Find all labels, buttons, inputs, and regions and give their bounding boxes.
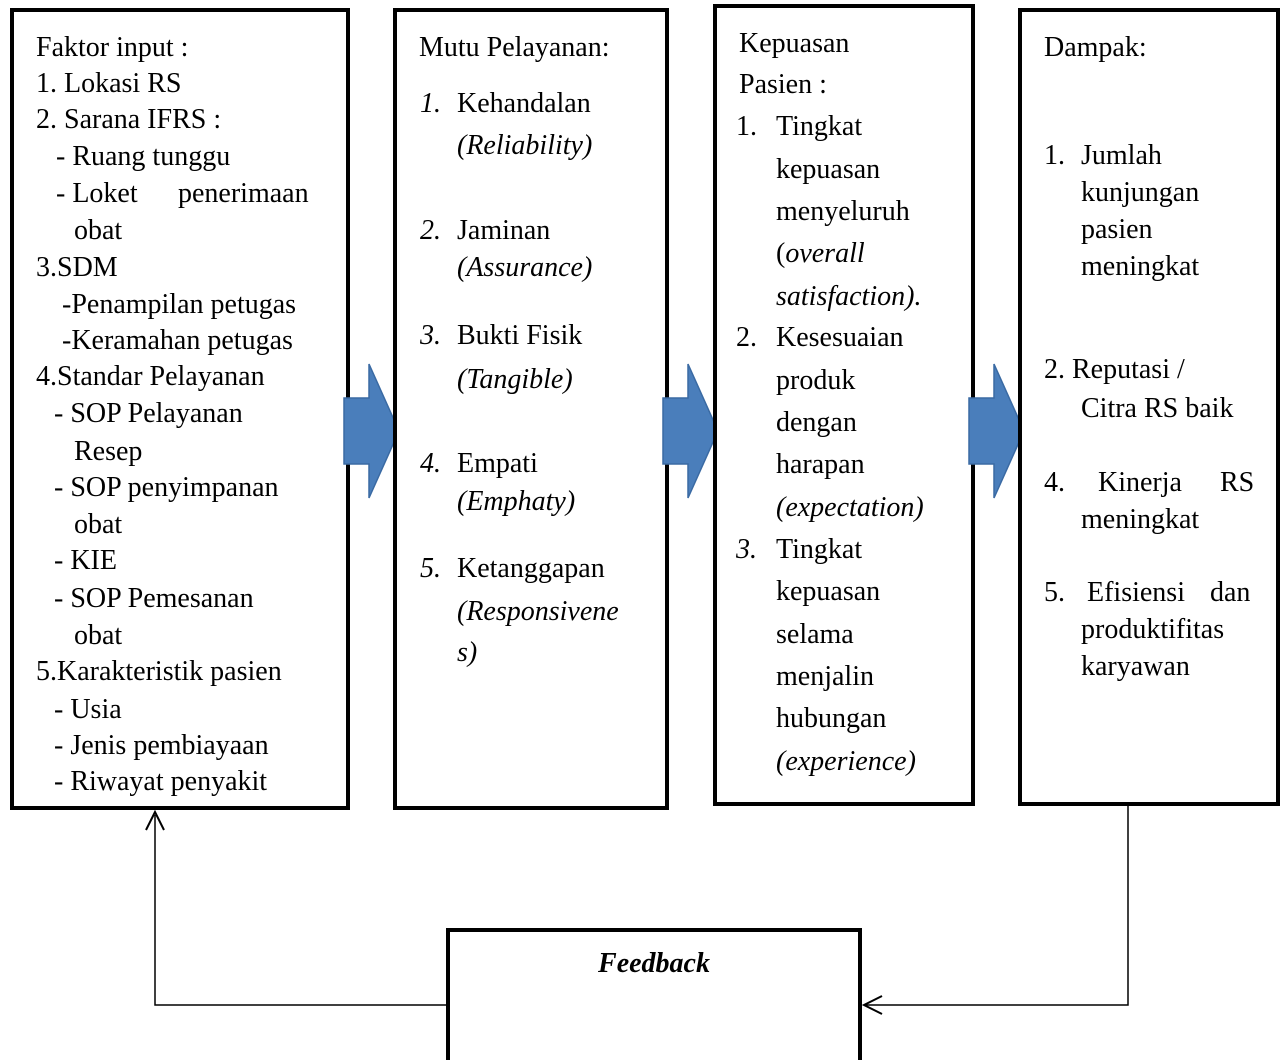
- kepuasan-title-2: Pasien :: [739, 69, 827, 100]
- input-line: - Jenis pembiayaan: [54, 730, 269, 761]
- flow-arrow-2: [662, 363, 719, 499]
- feedback-arrowhead: [861, 995, 883, 1015]
- kepuasan-line: Tingkat: [776, 111, 863, 142]
- dampak-efisiensi-dan: dan: [1210, 577, 1251, 608]
- feedback-box: Feedback: [446, 928, 862, 1060]
- flow-arrow-3: [968, 363, 1025, 499]
- input-line: - Usia: [54, 694, 122, 725]
- input-line: - Riwayat penyakit: [54, 766, 268, 797]
- service-quality-box: Mutu Pelayanan: 1. Kehandalan (Reliabili…: [393, 8, 669, 810]
- input-line: Resep: [74, 436, 143, 467]
- feedback-to-input-line: [154, 815, 448, 1006]
- kepuasan-line: Tingkat: [776, 534, 863, 565]
- mutu-item-num: 3.: [420, 320, 441, 351]
- dampak-title: Dampak:: [1044, 32, 1147, 63]
- input-line: - SOP Pemesanan: [54, 583, 254, 614]
- mutu-item-eng: (Tangible): [457, 364, 573, 395]
- mutu-item-num: 2.: [420, 215, 441, 246]
- input-title: Faktor input :: [36, 32, 189, 63]
- mutu-item-label: Bukti Fisik: [457, 320, 583, 351]
- input-factors-box: Faktor input : 1. Lokasi RS 2. Sarana IF…: [10, 8, 350, 810]
- mutu-item-label: Jaminan: [457, 215, 551, 246]
- dampak-line: meningkat: [1081, 251, 1200, 282]
- feedback-label: Feedback: [598, 948, 710, 979]
- input-line: - KIE: [54, 545, 117, 576]
- mutu-item-num: 4.: [420, 448, 441, 479]
- kepuasan-item-num: 3.: [736, 534, 757, 565]
- dampak-efisiensi-num: 5.: [1044, 577, 1065, 608]
- dampak-line: pasien: [1081, 214, 1153, 245]
- input-line: obat: [74, 620, 123, 651]
- kepuasan-eng: (experience): [776, 746, 916, 777]
- kepuasan-line: Kesesuaian: [776, 322, 904, 353]
- input-line: -Penampilan petugas: [62, 289, 297, 320]
- mutu-title: Mutu Pelayanan:: [419, 32, 610, 63]
- patient-satisfaction-box: Kepuasan Pasien : 1. Tingkat kepuasan me…: [713, 4, 975, 806]
- kepuasan-eng-cont: satisfaction).: [776, 281, 922, 312]
- kepuasan-eng-text: overall: [785, 238, 865, 269]
- kepuasan-title: Kepuasan: [739, 28, 850, 59]
- dampak-kinerja-num: 4.: [1044, 467, 1065, 498]
- impact-box: Dampak: 1. Jumlah kunjungan pasien menin…: [1018, 8, 1280, 806]
- input-line: 1. Lokasi RS: [36, 68, 182, 99]
- mutu-item-label: Empati: [457, 448, 538, 479]
- mutu-item-eng: (Responsivene: [457, 596, 619, 627]
- mutu-item-eng: (Emphaty): [457, 486, 576, 517]
- input-line: obat: [74, 215, 123, 246]
- input-line: 5.Karakteristik pasien: [36, 656, 282, 687]
- kepuasan-item-num: 1.: [736, 111, 757, 142]
- input-line: obat: [74, 509, 123, 540]
- dampak-reputasi-cont: Citra RS baik: [1081, 393, 1234, 424]
- input-line: - SOP Pelayanan: [54, 398, 243, 429]
- dampak-kinerja: Kinerja: [1098, 467, 1182, 498]
- input-line: - SOP penyimpanan: [54, 472, 279, 503]
- dampak-to-feedback-line: [864, 806, 1129, 1006]
- kepuasan-line: kepuasan: [776, 154, 881, 185]
- dampak-efisiensi-cont2: karyawan: [1081, 651, 1190, 682]
- kepuasan-line: dengan: [776, 407, 857, 438]
- kepuasan-line: produk: [776, 365, 856, 396]
- dampak-efisiensi-cont: produktifitas: [1081, 614, 1225, 645]
- input-line: 4.Standar Pelayanan: [36, 361, 265, 392]
- mutu-item-eng: (Assurance): [457, 252, 593, 283]
- dampak-reputasi: 2. Reputasi /: [1044, 354, 1185, 385]
- input-line: 2. Sarana IFRS :: [36, 104, 222, 135]
- mutu-item-eng: (Reliability): [457, 130, 593, 161]
- flow-arrow-1: [343, 363, 400, 499]
- kepuasan-line: harapan: [776, 449, 865, 480]
- mutu-item-label: Kehandalan: [457, 88, 591, 119]
- dampak-efisiensi: Efisiensi: [1087, 577, 1185, 608]
- input-line: penerimaan: [178, 178, 309, 209]
- input-line: 3.SDM: [36, 252, 118, 283]
- kepuasan-line: hubungan: [776, 703, 887, 734]
- kepuasan-eng: (expectation): [776, 492, 924, 523]
- mutu-item-num: 1.: [420, 88, 441, 119]
- input-line: - Loket: [56, 178, 138, 209]
- mutu-item-num: 5.: [420, 553, 441, 584]
- kepuasan-eng: (overall: [776, 238, 865, 270]
- dampak-kinerja-rs: RS: [1220, 467, 1255, 498]
- input-line: -Keramahan petugas: [62, 325, 293, 356]
- kepuasan-line: kepuasan: [776, 576, 881, 607]
- kepuasan-line: menyeluruh: [776, 196, 910, 227]
- input-arrowhead: [145, 809, 165, 831]
- dampak-line: kunjungan: [1081, 177, 1200, 208]
- mutu-item-label: Ketanggapan: [457, 553, 605, 584]
- mutu-item-eng-cont: s): [457, 637, 478, 668]
- dampak-item-num: 1.: [1044, 140, 1065, 171]
- dampak-line: Jumlah: [1081, 140, 1162, 171]
- kepuasan-item-num: 2.: [736, 322, 757, 353]
- dampak-kinerja-cont: meningkat: [1081, 504, 1200, 535]
- input-line: - Ruang tunggu: [56, 141, 231, 172]
- kepuasan-eng-paren: (: [776, 238, 786, 269]
- kepuasan-line: selama: [776, 619, 854, 650]
- kepuasan-line: menjalin: [776, 661, 874, 692]
